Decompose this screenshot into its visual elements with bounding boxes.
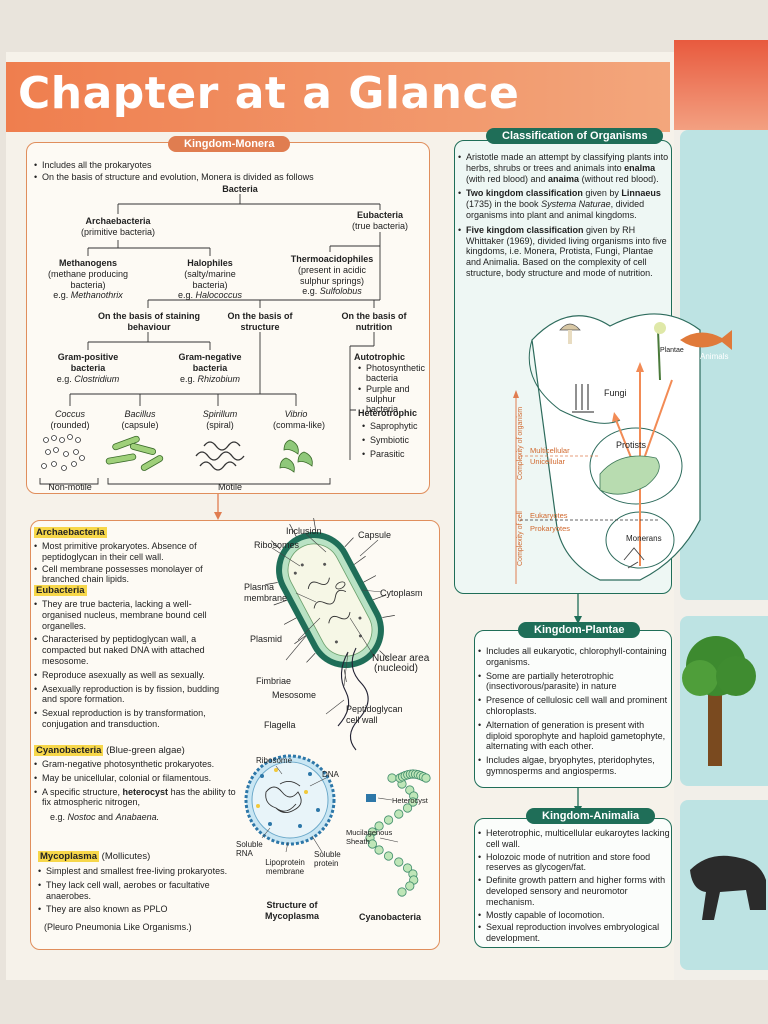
tree-root: Bacteria — [210, 184, 270, 195]
lbl-soluble-rna: Soluble RNA — [236, 840, 266, 858]
tree-thermo: Thermoacidophiles — [280, 254, 384, 265]
multi-label: Multicellular — [530, 446, 570, 457]
euk-label: Eukaryotes — [530, 511, 568, 522]
chapter-header: Chapter at a Glance — [6, 62, 670, 132]
monera-label: Kingdom-Monera — [168, 136, 290, 152]
tree-methano-sub: (methane producing bacteria) — [40, 269, 136, 290]
prok-label: Prokaryotes — [530, 524, 570, 535]
tree-hetero: Heterotrophic — [358, 408, 417, 419]
tree-thermo-eg: e.g. Sulfolobus — [280, 286, 384, 297]
basis-nutri: On the basis of nutrition — [336, 311, 412, 332]
page-title: Chapter at a Glance — [18, 68, 519, 119]
tree-halo-eg: e.g. Halococcus — [164, 290, 256, 301]
axis-org-label: Complexity of organism — [516, 407, 527, 480]
tree-methano-eg: e.g. Methanothrix — [40, 290, 136, 301]
monera-bullets: Includes all the prokaryotes On the basi… — [34, 160, 414, 184]
archae-heading: Archaebacteria — [34, 528, 107, 539]
label-nonmotile: Non-motile — [30, 482, 110, 493]
tree-thermo-sub: (present in acidic sulphur springs) — [292, 265, 372, 286]
tree-eubac-sub: (true bacteria) — [340, 221, 420, 232]
tree-gramneg: Gram-negative bacteria — [168, 352, 252, 373]
animalia-label: Kingdom-Animalia — [526, 808, 655, 824]
tree-halo-sub: (salty/marine bacteria) — [176, 269, 244, 290]
archae-list: Most primitive prokaryotes. Absence of p… — [34, 541, 224, 586]
label-motile: Motile — [190, 482, 270, 493]
lbl-cytoplasm: Cytoplasm — [380, 588, 423, 599]
animalia-list: Heterotrophic, multicellular eukaroytes … — [478, 828, 670, 945]
myco-list: Simplest and smallest free-living prokar… — [38, 866, 248, 916]
facing-page-image-animal — [680, 800, 768, 970]
axis-cell-label: Complexity of cell — [516, 511, 527, 566]
fungi-label: Fungi — [604, 388, 627, 399]
basis-stain: On the basis of staining behaviour — [94, 311, 204, 332]
facing-page-image-tree — [680, 616, 768, 786]
lbl-myco-caption: Structure of Mycoplasma — [262, 900, 322, 921]
lbl-peptido: Peptidoglycan cell wall — [346, 704, 408, 725]
tree-eubac: Eubacteria — [340, 210, 420, 221]
shape-spirillum: Spirillum — [190, 409, 250, 420]
lbl-fimbriae: Fimbriae — [256, 676, 291, 687]
basis-struct: On the basis of structure — [222, 311, 298, 332]
cyano-heading: Cyanobacteria (Blue-green algae) — [34, 746, 185, 757]
protists-label: Protists — [616, 440, 646, 451]
lbl-soluble-protein: Soluble protein — [314, 850, 348, 868]
tree-methano: Methanogens — [40, 258, 136, 269]
plantae-label: Plantae — [660, 346, 684, 357]
facing-page-image-top — [680, 130, 768, 600]
tree-auto: Autotrophic — [354, 352, 405, 363]
lbl-inclusion: Inclusion — [286, 526, 322, 537]
myco-pplo: (Pleuro Pneumonia Like Organisms.) — [44, 922, 192, 933]
animals-label: Animals — [700, 352, 728, 363]
shape-coccus: Coccus — [40, 409, 100, 420]
tree-halo: Halophiles — [164, 258, 256, 269]
lbl-lipo: Lipoprotein membrane — [260, 858, 310, 876]
shape-vibrio: Vibrio — [266, 409, 326, 420]
shape-bacillus: Bacillus — [110, 409, 170, 420]
plantae-list: Includes all eukaryotic, chlorophyll-con… — [478, 646, 670, 778]
lbl-cyano-caption: Cyanobacteria — [350, 912, 430, 923]
shape-bacillus-desc: (capsule) — [110, 420, 170, 431]
tree-grampos: Gram-positive bacteria — [48, 352, 128, 373]
facing-page-tab — [674, 40, 768, 130]
tree-archae: Archaebacteria — [68, 216, 168, 227]
uni-label: Unicellular — [530, 457, 565, 468]
lbl-ribosome: Ribosome — [256, 756, 292, 767]
eubac-heading: Eubacteria — [34, 586, 87, 597]
lbl-nucleoid: (nucleoid) — [374, 664, 418, 675]
classification-label: Classification of Organisms — [486, 128, 663, 144]
shape-vibrio-desc: (comma-like) — [266, 420, 332, 431]
cyano-example: e.g. Nostoc and Anabaena. — [50, 812, 159, 823]
lbl-dna: DNA — [322, 770, 339, 781]
monerans-label: Monerans — [626, 534, 662, 545]
tree-grampos-eg: e.g. Clostridium — [40, 374, 136, 385]
tree-archae-sub: (primitive bacteria) — [64, 227, 172, 238]
myco-heading: Mycoplasma (Mollicutes) — [38, 852, 150, 863]
lbl-capsule: Capsule — [358, 530, 391, 541]
hetero-list: Saprophytic Symbiotic Parasitic — [362, 420, 426, 462]
shape-coccus-desc: (rounded) — [40, 420, 100, 431]
plantae-label: Kingdom-Plantae — [518, 622, 640, 638]
classification-list: Aristotle made an attempt by classifying… — [458, 152, 670, 280]
lbl-mucil: Mucilagenous Sheath — [346, 828, 390, 846]
cyano-list: Gram-negative photosynthetic prokaryotes… — [34, 759, 244, 809]
tree-gramneg-eg: e.g. Rhizobium — [164, 374, 256, 385]
shape-spirillum-desc: (spiral) — [190, 420, 250, 431]
lbl-mesosome: Mesosome — [272, 690, 316, 701]
eubac-list: They are true bacteria, lacking a well-o… — [34, 599, 224, 731]
lbl-plasma: Plasma membrane — [244, 582, 290, 603]
lbl-ribosomes: Ribosomes — [254, 540, 299, 551]
lbl-heterocyst: Heterocyst — [392, 796, 428, 807]
lbl-flagella: Flagella — [264, 720, 296, 731]
lbl-plasmid: Plasmid — [250, 634, 282, 645]
